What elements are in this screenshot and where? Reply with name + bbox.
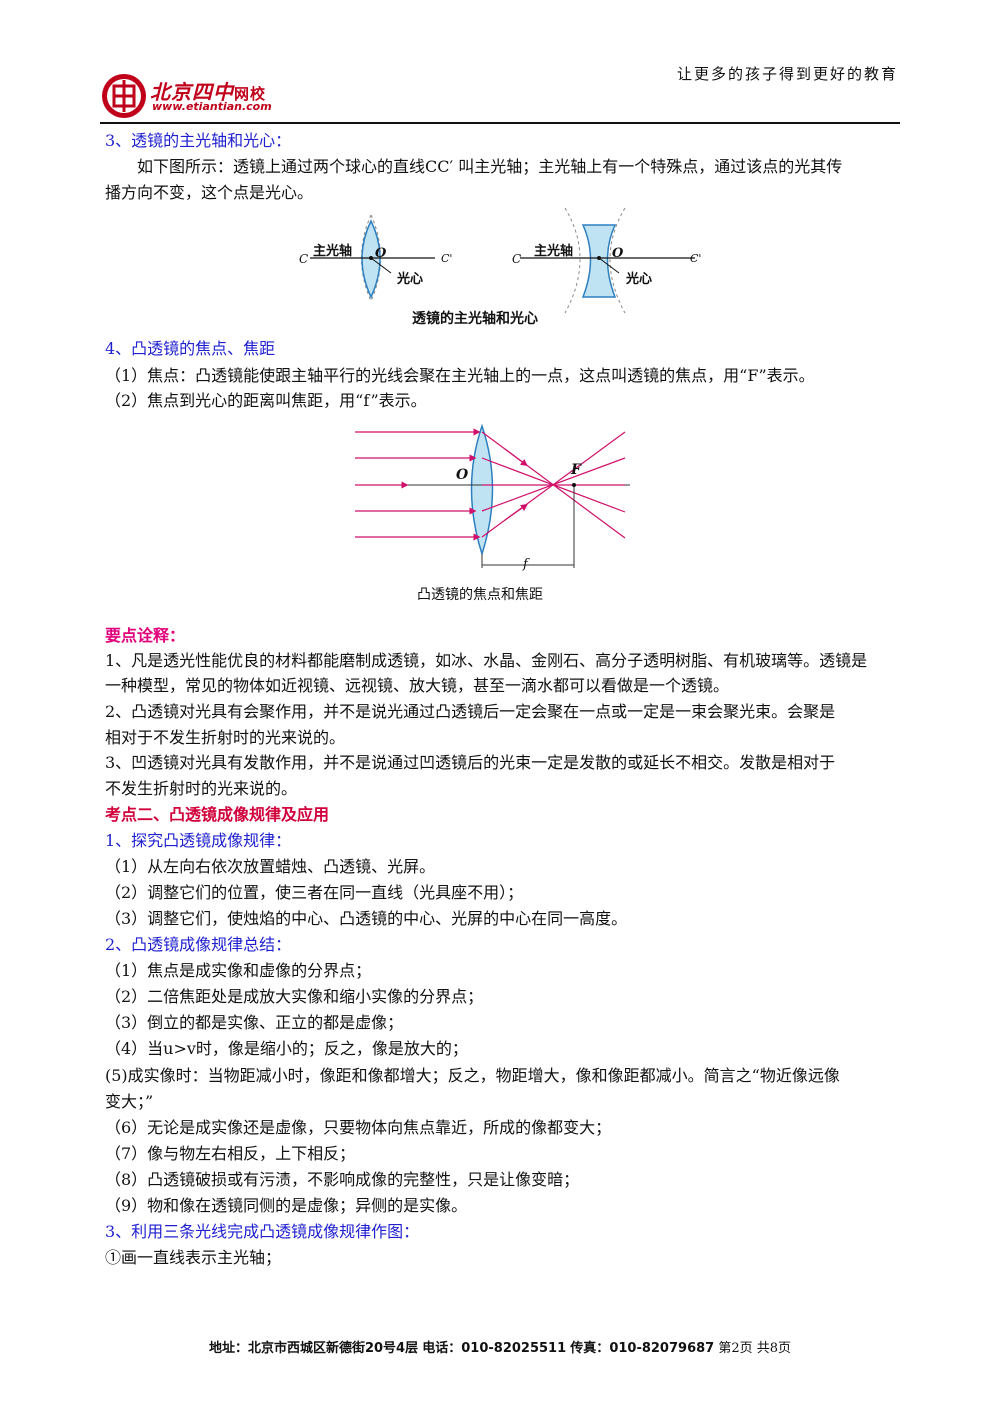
fig1-center-left: 光心 — [397, 272, 424, 287]
k2-s1-item-3: （3）调整它们，使烛焰的中心、凸透镜的中心、光屏的中心在同一高度。 — [105, 909, 628, 928]
logo-url: www.etiantian.com — [152, 100, 272, 113]
school-logo-icon — [102, 74, 146, 118]
fig2-f: F — [571, 462, 581, 478]
footer-phone: 010-82025511 — [461, 1341, 567, 1356]
footer-address-label: 地址： — [208, 1341, 248, 1356]
k2-s2-item-6: （6）无论是成实像还是虚像，只要物体向焦点靠近，所成的像都变大； — [105, 1118, 612, 1137]
fig1-o-right: O — [612, 246, 624, 261]
note-2b: 相对于不发生折射时的光来说的。 — [105, 728, 346, 747]
k2-s2-item-9: （9）物和像在透镜同侧的是虚像；异侧的是实像。 — [105, 1196, 468, 1215]
k2-s2-item-3: （3）倒立的都是实像、正立的都是虚像； — [105, 1013, 404, 1032]
note-3a: 3、凹透镜对光具有发散作用，并不是说通过凹透镜后的光束一定是发散的或延长不相交。… — [105, 753, 836, 772]
section4-title: 4、凸透镜的焦点、焦距 — [105, 339, 276, 358]
k2-s1-title: 1、探究凸透镜成像规律： — [105, 831, 292, 850]
footer-fax-label: 传真： — [570, 1341, 610, 1356]
k2-s2-item-4: （4）当u>v时，像是缩小的；反之，像是放大的； — [105, 1039, 468, 1058]
note-2a: 2、凸透镜对光具有会聚作用，并不是说光通过凸透镜后一定会聚在一点或一定是一束会聚… — [105, 702, 836, 721]
fig2-focal-length: f — [523, 557, 528, 572]
header-rule — [100, 122, 900, 124]
k2-s1-item-2: （2）调整它们的位置，使三者在同一直线（光具座不用）； — [105, 883, 524, 902]
fig1-center-right: 光心 — [626, 272, 653, 287]
note-1b: 一种模型，常见的物体如近视镜、远视镜、放大镜，甚至一滴水都可以看做是一个透镜。 — [105, 676, 730, 695]
k2-s2-title: 2、凸透镜成像规律总结： — [105, 935, 292, 954]
figure-focal-point — [355, 423, 630, 568]
footer: 地址：北京市西城区新德街20号4层 电话：010-82025511 传真：010… — [0, 1337, 1000, 1356]
k2-s2-item-2: （2）二倍焦距处是成放大实像和缩小实像的分界点； — [105, 987, 484, 1006]
fig2-caption: 凸透镜的焦点和焦距 — [417, 587, 543, 603]
fig1-caption: 透镜的主光轴和光心 — [412, 311, 538, 327]
section3-para-1: 如下图所示：透镜上通过两个球心的直线CC′ 叫主光轴；主光轴上有一个特殊点，通过… — [137, 157, 843, 176]
section4-item-1: （1）焦点：凸透镜能使跟主轴平行的光线会聚在主光轴上的一点，这点叫透镜的焦点，用… — [105, 366, 815, 385]
section3-para-2: 播方向不变，这个点是光心。 — [105, 183, 314, 202]
section3-title: 3、透镜的主光轴和光心： — [105, 131, 292, 150]
footer-fax: 010-82079687 — [609, 1341, 715, 1356]
section4-item-2: （2）焦点到光心的距离叫焦距，用“f”表示。 — [105, 391, 427, 410]
fig1-o-left: O — [375, 246, 387, 261]
fig1-axis-label-right: 主光轴 — [534, 244, 574, 259]
k2-s2-item-8: （8）凸透镜破损或有污渍，不影响成像的完整性，只是让像变暗； — [105, 1170, 580, 1189]
fig1-c2-left: C' — [441, 252, 453, 265]
slogan: 让更多的孩子得到更好的教育 — [676, 65, 898, 83]
k2-s2-item-1: （1）焦点是成实像和虚像的分界点； — [105, 961, 372, 980]
footer-page: 第2页 共8页 — [718, 1341, 792, 1356]
k2-s1-item-1: （1）从左向右依次放置蜡烛、凸透镜、光屏。 — [105, 857, 436, 876]
k2-s2-item-5b: 变大；” — [105, 1092, 154, 1111]
fig1-c-left: C — [299, 252, 309, 266]
fig1-c2-right: C' — [690, 252, 702, 265]
footer-address: 北京市西城区新德街20号4层 — [247, 1341, 419, 1356]
notes-title: 要点诠释： — [105, 626, 186, 645]
footer-phone-label: 电话： — [422, 1341, 462, 1356]
figure-principal-axis — [310, 207, 695, 314]
note-1a: 1、凡是透光性能优良的材料都能磨制成透镜，如冰、水晶、金刚石、高分子透明树脂、有… — [105, 651, 868, 670]
fig1-c-right: C — [512, 252, 522, 266]
k2-s3-title: 3、利用三条光线完成凸透镜成像规律作图： — [105, 1222, 420, 1241]
k2-s2-item-7: （7）像与物左右相反，上下相反； — [105, 1144, 356, 1163]
kaodian2-title: 考点二、凸透镜成像规律及应用 — [105, 805, 330, 824]
logo-name: 北京四中网校 — [150, 80, 267, 104]
fig2-o: O — [456, 467, 469, 483]
fig1-axis-label-left: 主光轴 — [313, 244, 353, 259]
k2-s2-item-5: (5)成实像时：当物距减小时，像距和像都增大；反之，物距增大，像和像距都减小。简… — [105, 1066, 840, 1085]
note-3b: 不发生折射时的光来说的。 — [105, 779, 298, 798]
k2-s3-item-1: ①画一直线表示主光轴； — [105, 1248, 282, 1267]
